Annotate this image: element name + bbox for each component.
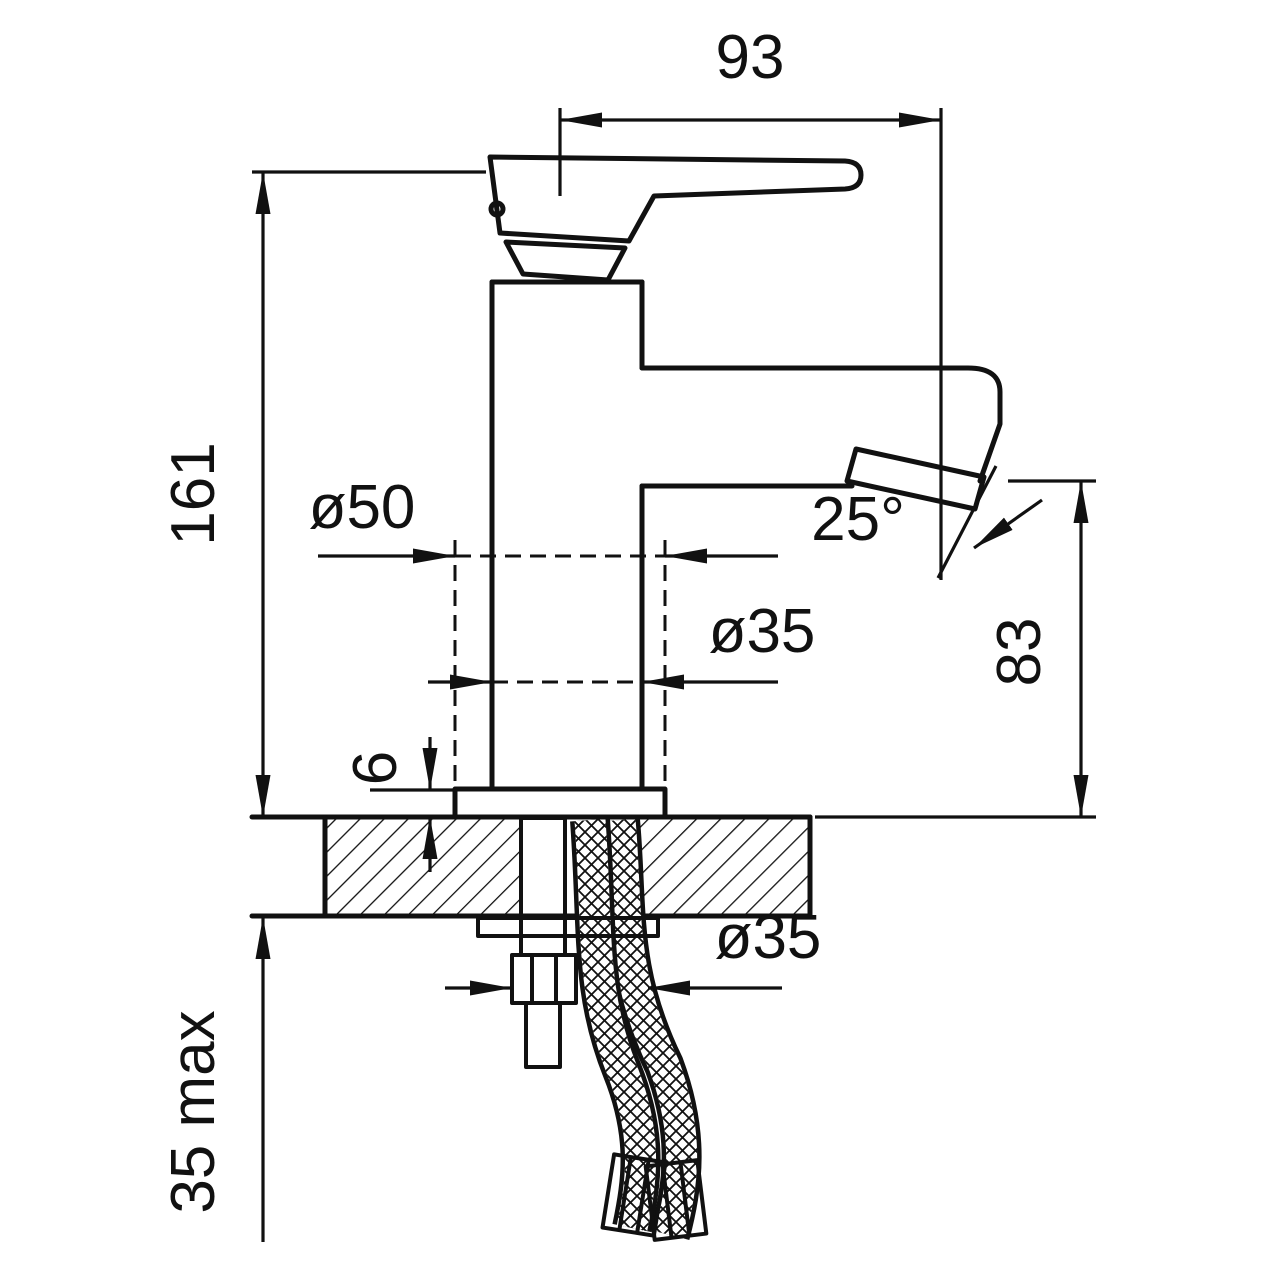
dim-spout-angle-label: 25° — [811, 485, 905, 554]
mounting-nut — [510, 953, 578, 1069]
dim-base-height-label: 6 — [341, 751, 410, 785]
dim-shank-diameter-label: ø35 — [715, 903, 822, 972]
dim-spout-height-label: 83 — [985, 618, 1054, 687]
dim-max-deck-thickness: 35 max — [159, 917, 271, 1242]
cartridge-cap — [503, 239, 628, 283]
dim-total-height: 161 — [159, 170, 486, 817]
handle-lever — [487, 154, 864, 244]
dim-body-diameter: ø35 — [428, 597, 816, 690]
dim-spout-height: 83 — [815, 479, 1096, 819]
countertop-hatching — [325, 818, 810, 915]
flexible-hose-right — [600, 818, 702, 1241]
flexible-hose-left — [570, 818, 661, 1233]
faucet-outline — [452, 154, 1003, 820]
dim-top-width-label: 93 — [716, 23, 785, 92]
hose-nut-right — [643, 1158, 709, 1242]
handle-indicator-dot — [488, 200, 506, 218]
dim-spout-angle: 25° — [811, 465, 1043, 579]
dim-total-height-label: 161 — [159, 442, 228, 545]
dim-base-height: 6 — [341, 737, 455, 872]
dim-max-deck-thickness-label: 35 max — [159, 1010, 228, 1213]
dim-base-diameter: ø50 — [309, 473, 778, 788]
dim-top-width: 93 — [558, 23, 943, 580]
dim-base-diameter-label: ø50 — [309, 473, 416, 542]
dim-body-diameter-label: ø35 — [709, 597, 816, 666]
base-plate — [452, 786, 668, 820]
mounting-washer — [476, 916, 660, 938]
dim-shank-diameter: ø35 — [445, 903, 822, 996]
spout-arm — [639, 365, 1003, 484]
